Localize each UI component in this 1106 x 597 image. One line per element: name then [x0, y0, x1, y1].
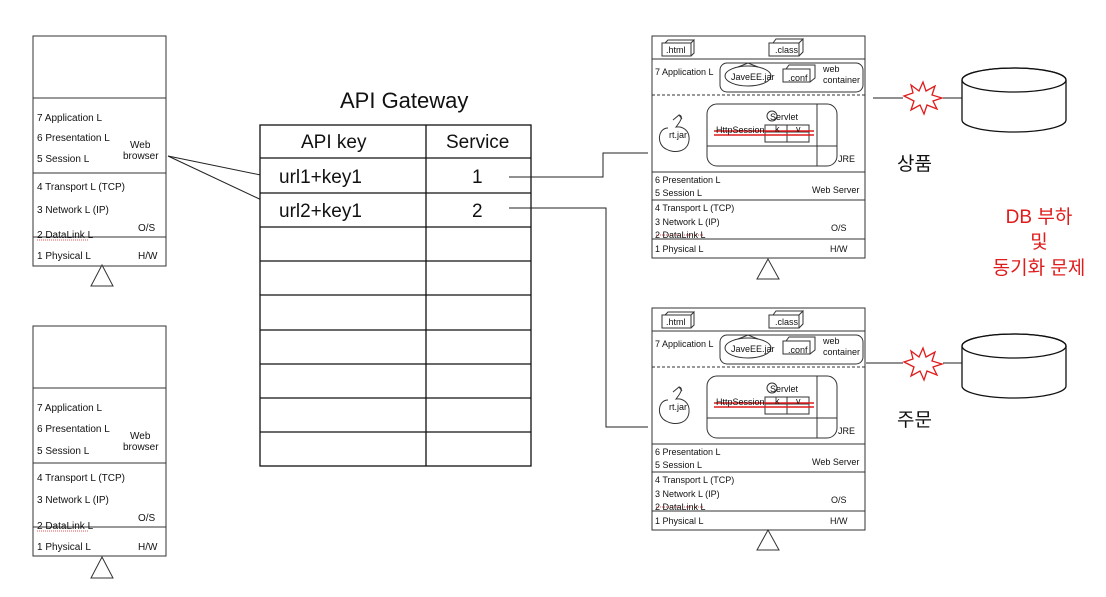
- server1-k: k: [775, 124, 780, 134]
- client1-app: 7 Application L: [37, 113, 102, 124]
- gateway-row2-service: 2: [472, 201, 483, 222]
- client-stack-2: 7 Application L 6 Presentation L Web bro…: [32, 325, 167, 579]
- client2-dl: 2 DataLink L: [37, 521, 94, 532]
- server1-app: 7 Application L: [655, 67, 714, 77]
- server2-rtjar: rt.jar: [669, 402, 687, 412]
- client2-phys: 1 Physical L: [37, 542, 91, 553]
- server2-phys: 1 Physical L: [655, 516, 704, 526]
- client1-trans: 4 Transport L (TCP): [37, 182, 125, 193]
- db-burst-2: [903, 347, 943, 381]
- server-stack-2: .html .class 7 Application L JaveEE.jar …: [651, 307, 866, 551]
- server2-httpsession: HttpSession: [716, 397, 765, 407]
- client2-triangle: [90, 555, 114, 579]
- gateway-row1-key: url1+key1: [279, 167, 362, 188]
- client1-phys: 1 Physical L: [37, 251, 91, 262]
- client1-os: O/S: [138, 223, 156, 234]
- server2-conf: .conf: [788, 345, 808, 355]
- server1-os: O/S: [831, 223, 847, 233]
- client1-triangle: [90, 263, 114, 287]
- server1-class: .class: [775, 45, 799, 55]
- server1-triangle: [756, 257, 780, 280]
- db-cylinder-product: [961, 67, 1067, 133]
- client2-hw: H/W: [138, 542, 158, 553]
- server1-hw: H/W: [830, 244, 848, 254]
- server1-rtjar: rt.jar: [669, 130, 687, 140]
- server-stack-1: .html .class 7 Application L JaveEE.jar …: [651, 35, 866, 280]
- server1-dl: 2 DataLink L: [655, 230, 706, 240]
- note-line1: DB 부하: [1006, 206, 1073, 228]
- note-line3: 동기화 문제: [993, 257, 1086, 279]
- server2-webserver: Web Server: [812, 457, 859, 467]
- client1-dl: 2 DataLink L: [37, 230, 94, 241]
- route-service-2: [509, 207, 648, 428]
- server2-os: O/S: [831, 495, 847, 505]
- server2-trans: 4 Transport L (TCP): [655, 475, 734, 485]
- server1-net: 3 Network L (IP): [655, 217, 720, 227]
- client-stack-1: 7 Application L 6 Presentation L Web bro…: [32, 35, 167, 287]
- client2-sess: 5 Session L: [37, 446, 90, 457]
- server2-k: k: [775, 396, 780, 406]
- server2-hw: H/W: [830, 516, 848, 526]
- server1-pres: 6 Presentation L: [655, 175, 721, 185]
- server1-conf: .conf: [788, 73, 808, 83]
- note-line2: 및: [1030, 231, 1047, 253]
- server1-v: v: [796, 124, 801, 134]
- gateway-title: API Gateway: [340, 88, 468, 113]
- server2-servlet: Servlet: [770, 384, 799, 394]
- route-service-1: [509, 152, 648, 178]
- server1-jar: JaveEE.jar: [731, 72, 775, 82]
- client1-sess: 5 Session L: [37, 154, 90, 165]
- server1-webserver: Web Server: [812, 185, 859, 195]
- server2-html: .html: [666, 317, 686, 327]
- client1-pres: 6 Presentation L: [37, 133, 110, 144]
- db-cylinder-order: [961, 333, 1067, 399]
- server2-dl: 2 DataLink L: [655, 502, 706, 512]
- server2-net: 3 Network L (IP): [655, 489, 720, 499]
- db-label-order: 주문: [897, 410, 932, 431]
- api-gateway-table: API Gateway API key Service url1+key1 1 …: [259, 88, 532, 467]
- client2-trans: 4 Transport L (TCP): [37, 473, 125, 484]
- server1-servlet: Servlet: [770, 112, 799, 122]
- client2-pres: 6 Presentation L: [37, 424, 110, 435]
- server2-app: 7 Application L: [655, 339, 714, 349]
- client2-app: 7 Application L: [37, 403, 102, 414]
- client2-web: Web: [130, 431, 151, 442]
- client1-net: 3 Network L (IP): [37, 205, 109, 216]
- server1-trans: 4 Transport L (TCP): [655, 203, 734, 213]
- client2-net: 3 Network L (IP): [37, 495, 109, 506]
- gateway-row2-key: url2+key1: [279, 201, 362, 222]
- server2-triangle: [756, 528, 780, 551]
- server2-jar: JaveEE.jar: [731, 344, 775, 354]
- gateway-row1-service: 1: [472, 167, 483, 188]
- client2-browser: browser: [123, 442, 159, 453]
- server2-jre: JRE: [838, 426, 855, 436]
- server1-httpsession: HttpSession: [716, 125, 765, 135]
- client1-web: Web: [130, 140, 151, 151]
- client1-hw: H/W: [138, 251, 158, 262]
- server2-v: v: [796, 396, 801, 406]
- gateway-col-apikey: API key: [301, 132, 367, 153]
- client2-os: O/S: [138, 513, 156, 524]
- db-label-product: 상품: [897, 153, 932, 175]
- server1-phys: 1 Physical L: [655, 244, 704, 254]
- server1-container: container: [823, 75, 860, 85]
- server2-web: web: [822, 336, 840, 346]
- server2-pres: 6 Presentation L: [655, 447, 721, 457]
- server2-class: .class: [775, 317, 799, 327]
- server1-html: .html: [666, 45, 686, 55]
- db-burst-1: [903, 81, 943, 115]
- server2-sess: 5 Session L: [655, 460, 702, 470]
- client1-browser: browser: [123, 151, 159, 162]
- gateway-col-service: Service: [446, 132, 509, 153]
- server1-sess: 5 Session L: [655, 188, 702, 198]
- server2-container: container: [823, 347, 860, 357]
- server1-web: web: [822, 64, 840, 74]
- server1-jre: JRE: [838, 154, 855, 164]
